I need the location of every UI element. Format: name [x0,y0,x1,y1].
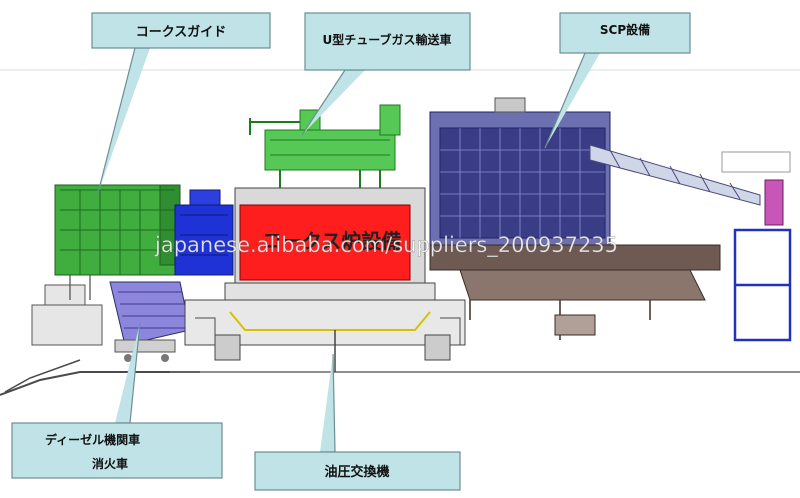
leader-lines [97,47,600,453]
callout-locomotive-line1: ディーゼル機関車 [45,432,140,447]
left-equipment [4,284,103,393]
callout-hydraulic: 油圧交換機 [254,451,461,491]
callout-scp: SCP設備 [559,12,691,54]
coke-oven-face: コークス炉設備 [239,204,411,281]
blue-door-unit [174,189,234,276]
callout-hydraulic-text: 油圧交換機 [324,464,389,480]
right-tower [721,151,792,342]
u-tube-gas-car [249,104,401,188]
callout-scp-text: SCP設備 [600,22,650,37]
coke-guide-machine [54,184,181,300]
scp-conveyor-frame [429,244,721,340]
inclined-conveyor [589,144,761,206]
scp-facility [429,97,611,248]
callout-coke-guide-text: コークスガイド [136,25,227,40]
coke-oven-label: コークス炉設備 [262,229,401,253]
watermark-text: japanese.alibaba.com/suppliers_200937235 [154,233,618,258]
quench-car [109,281,191,362]
callout-locomotive-line2: 消火車 [92,456,128,471]
callout-u-tube-car: U型チューブガス輸送車 [304,12,471,71]
callout-coke-guide: コークスガイド [91,12,271,49]
callout-locomotive: ディーゼル機関車 消火車 [11,422,223,479]
callout-u-tube-text: U型チューブガス輸送車 [322,32,451,47]
